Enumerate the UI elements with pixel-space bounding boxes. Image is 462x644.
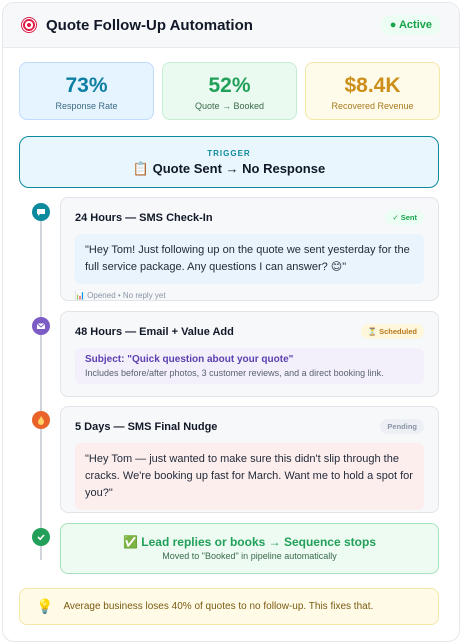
stat-value: $8.4K xyxy=(344,74,401,97)
step-sms-check-in[interactable]: 24 Hours — SMS Check-In ✓ Sent "Hey Tom!… xyxy=(60,197,439,301)
sms-message: "Hey Tom — just wanted to make sure this… xyxy=(75,443,424,510)
sms-message: "Hey Tom! Just following up on the quote… xyxy=(75,234,424,284)
trigger-label: TRIGGER xyxy=(207,149,251,158)
stat-label: Response Rate xyxy=(55,101,118,111)
page-title: Quote Follow-Up Automation xyxy=(46,16,253,34)
tip-text: Average business loses 40% of quotes to … xyxy=(63,601,374,612)
step-title: 24 Hours — SMS Check-In xyxy=(75,211,213,224)
stat-value: 73% xyxy=(65,74,108,97)
status-badge: Pending xyxy=(380,419,424,434)
status-badge[interactable]: ● Active xyxy=(380,15,441,35)
stat-value: 52% xyxy=(208,74,251,97)
email-description: Includes before/after photos, 3 customer… xyxy=(85,368,384,378)
status-badge: ✓ Sent xyxy=(385,210,424,225)
step-sms-final-nudge[interactable]: 5 Days — SMS Final Nudge Pending "Hey To… xyxy=(60,406,439,513)
lightbulb-icon: 💡 xyxy=(36,598,54,614)
stop-subtitle: Moved to "Booked" in pipeline automatica… xyxy=(162,551,337,561)
trigger-card[interactable]: TRIGGER 📋 Quote Sent → No Response xyxy=(19,136,439,188)
stat-label: Quote → Booked xyxy=(194,101,265,111)
step-title: 48 Hours — Email + Value Add xyxy=(75,325,234,338)
card-header: Quote Follow-Up Automation ● Active xyxy=(3,3,459,48)
step-meta: 📊 Opened • No reply yet xyxy=(75,291,166,300)
email-icon xyxy=(32,317,50,335)
fire-icon xyxy=(32,411,50,429)
step-title: 5 Days — SMS Final Nudge xyxy=(75,420,218,433)
stat-label: Recovered Revenue xyxy=(331,101,414,111)
tip-banner: 💡 Average business loses 40% of quotes t… xyxy=(19,588,439,625)
target-icon xyxy=(21,17,37,33)
stop-title: ✅ Lead replies or books → Sequence stops xyxy=(122,535,376,549)
stat-response-rate: 73% Response Rate xyxy=(19,62,154,120)
stat-quote-booked: 52% Quote → Booked xyxy=(162,62,297,120)
sequence-stop-card[interactable]: ✅ Lead replies or books → Sequence stops… xyxy=(60,523,439,574)
stats-row: 73% Response Rate 52% Quote → Booked $8.… xyxy=(19,62,440,120)
step-email-value-add[interactable]: 48 Hours — Email + Value Add ⏳ Scheduled… xyxy=(60,311,439,397)
email-preview: Subject: "Quick question about your quot… xyxy=(75,348,424,384)
stat-recovered-revenue: $8.4K Recovered Revenue xyxy=(305,62,440,120)
status-badge: ⏳ Scheduled xyxy=(360,324,424,339)
email-subject: Subject: "Quick question about your quot… xyxy=(85,354,294,365)
timeline-line xyxy=(40,205,42,560)
check-icon xyxy=(32,528,50,546)
chat-bubble-icon xyxy=(32,203,50,221)
trigger-text: 📋 Quote Sent → No Response xyxy=(132,161,326,176)
